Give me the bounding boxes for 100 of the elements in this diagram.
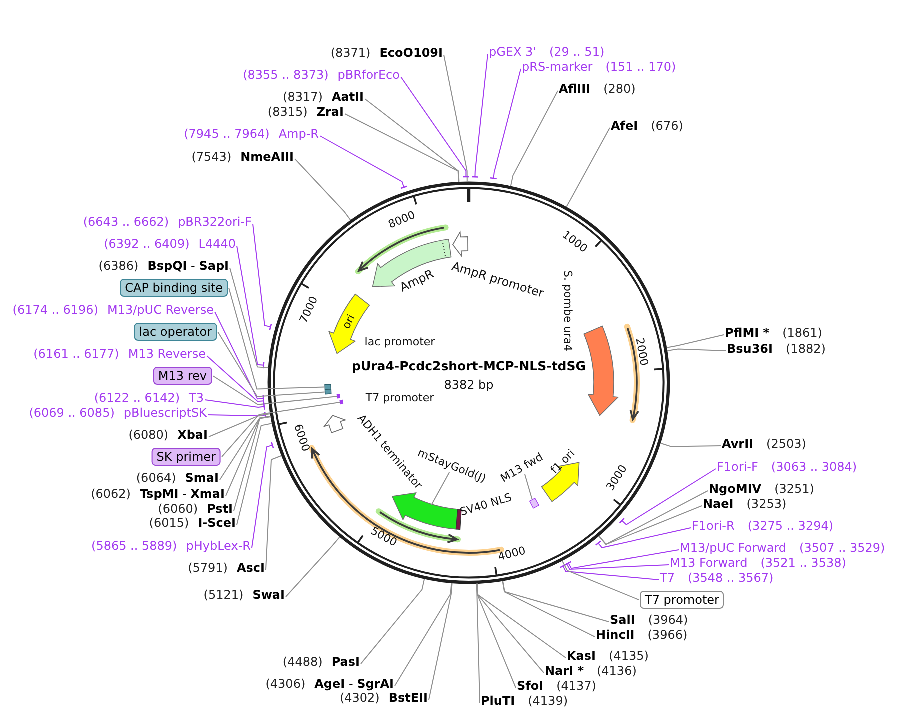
primer-range: (8355 .. 8373) xyxy=(243,68,329,82)
leader-line xyxy=(234,416,272,512)
enzyme-name: AgeI - SgrAI xyxy=(314,677,394,691)
enzyme-name: PasI xyxy=(332,655,360,669)
feature-tag: CAP binding site xyxy=(120,279,228,297)
leader-line xyxy=(206,356,265,405)
leader-line xyxy=(400,76,470,178)
enzyme-name: AatII xyxy=(332,90,364,104)
primer-range: (3275 .. 3294) xyxy=(748,519,834,533)
site-position: (6060) xyxy=(158,502,198,516)
leader-line xyxy=(595,528,692,548)
primer-range: (151 .. 170) xyxy=(606,60,676,74)
site-position: (4139) xyxy=(528,694,568,708)
site-position: (2503) xyxy=(766,437,806,451)
enzyme-name: NgoMIV xyxy=(709,482,762,496)
feature-tag: lac operator xyxy=(134,323,217,341)
site-position: (6015) xyxy=(149,516,190,530)
enzyme-name: NaeI xyxy=(703,497,734,511)
leader-line xyxy=(660,442,722,448)
leader-line xyxy=(560,564,660,580)
primer-name: pRS-marker xyxy=(522,60,593,74)
site-position: (1882) xyxy=(786,342,826,356)
site-position: (5121) xyxy=(204,588,244,602)
primer-range: (6392 .. 6409) xyxy=(104,237,190,251)
primer-range: (5865 .. 5889) xyxy=(92,539,178,553)
primer-range: (6069 .. 6085) xyxy=(29,406,115,420)
leader-line xyxy=(524,474,533,500)
primer-range: (3063 .. 3084) xyxy=(771,460,858,474)
leader-line xyxy=(252,442,274,548)
leader-line xyxy=(444,54,468,182)
plasmid-name: pUra4-Pcdc2short-MCP-NLS-tdSG xyxy=(352,358,586,374)
feature-label: T7 promoter xyxy=(366,391,434,405)
primer-name: L4440 xyxy=(198,237,236,251)
leader-line xyxy=(666,334,724,348)
tick-label: 8000 xyxy=(386,208,418,232)
primer-name: M13 Forward xyxy=(670,556,748,570)
leader-line xyxy=(208,414,271,438)
leader-line xyxy=(564,562,670,570)
enzyme-name: AfeI xyxy=(611,119,638,133)
feature-label: S. pombe ura4 xyxy=(561,270,575,352)
leader-line xyxy=(286,536,340,598)
leader-line xyxy=(222,402,340,458)
primer-name: Amp-R xyxy=(278,127,319,141)
enzyme-name: PflMI * xyxy=(725,326,770,340)
leader-line xyxy=(566,128,610,208)
primer-range: (7945 .. 7964) xyxy=(184,127,270,141)
enzyme-name: HincII xyxy=(596,628,635,642)
leader-line xyxy=(226,416,272,496)
primer-name: pBR322ori-F xyxy=(178,215,252,229)
primer-range: (6174 .. 6196) xyxy=(12,303,98,317)
enzyme-name: PstI xyxy=(207,502,233,516)
enzyme-name: BstEII xyxy=(388,691,428,705)
primer-name: T3 xyxy=(189,391,204,405)
feature-label: f1 ori xyxy=(548,447,578,477)
leader-line xyxy=(230,268,270,368)
site-position: (3253) xyxy=(746,497,787,511)
leader-line xyxy=(562,560,640,600)
leader-line xyxy=(208,411,267,419)
enzyme-name: AvrII xyxy=(722,437,754,451)
leader-line xyxy=(228,288,326,390)
feature-label: lac promoter xyxy=(364,335,436,349)
primer-mark xyxy=(340,400,344,405)
enzyme-name: NmeAIII xyxy=(240,150,294,164)
enzyme-name: I-SceI xyxy=(198,516,236,530)
enzyme-name: KasI xyxy=(567,649,596,663)
leader-line xyxy=(431,472,450,506)
site-position: (4135) xyxy=(609,649,649,663)
primer-mark xyxy=(336,394,341,399)
leader-line xyxy=(666,348,726,352)
leader-line xyxy=(619,468,716,526)
leader-line xyxy=(476,583,480,704)
primer-range: (3507 .. 3529) xyxy=(800,541,886,555)
leader-line xyxy=(236,246,265,370)
enzyme-name: SmaI xyxy=(185,471,219,485)
tick-label: 2000 xyxy=(633,337,652,368)
leader-line xyxy=(218,332,326,398)
site-position: (6064) xyxy=(136,471,176,485)
leader-line xyxy=(598,506,702,546)
plasmid-size: 8382 bp xyxy=(444,378,494,392)
site-position: (4488) xyxy=(282,655,323,669)
enzyme-name: EcoO109I xyxy=(380,46,443,60)
site-position: (6062) xyxy=(91,487,131,501)
enzyme-name: SalI xyxy=(610,613,636,627)
primer-name: pHybLex-R xyxy=(186,539,251,553)
leader-line xyxy=(220,416,272,480)
site-position: (4302) xyxy=(340,691,380,705)
feature-tag: SK primer xyxy=(152,448,221,466)
site-position: (8317) xyxy=(283,90,323,104)
enzyme-name: SfoI xyxy=(517,679,544,693)
primer-range: (3521 .. 3538) xyxy=(760,556,846,570)
primer-range: (3548 .. 3567) xyxy=(688,571,774,585)
site-position: (6386) xyxy=(98,259,139,273)
primer-name: pBluescriptSK xyxy=(124,406,207,420)
enzyme-name: AflIII xyxy=(559,82,591,96)
leader-line xyxy=(252,224,272,331)
site-position: (4306) xyxy=(266,677,306,691)
leader-line xyxy=(502,580,610,622)
leader-line xyxy=(344,114,460,183)
feature-label: ori xyxy=(340,312,358,332)
leader-line xyxy=(204,400,266,411)
